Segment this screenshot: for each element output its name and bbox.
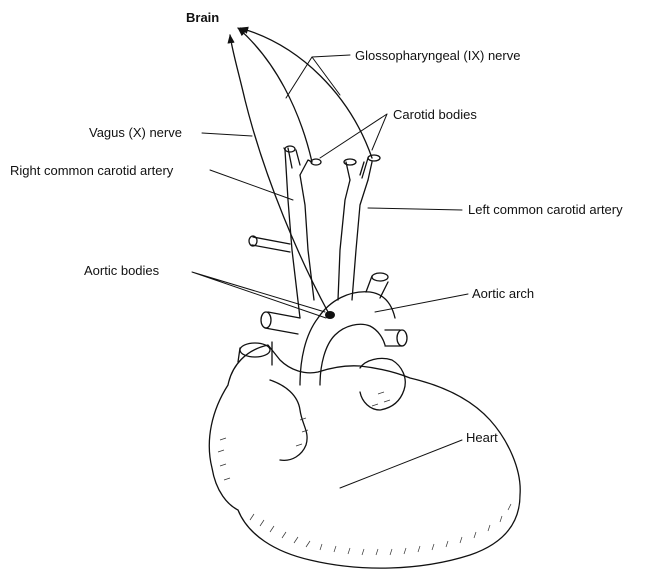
right-atrium — [270, 380, 307, 460]
label-carotid-bodies: Carotid bodies — [393, 108, 477, 121]
label-heart: Heart — [466, 431, 498, 444]
left-subclavian-opening — [372, 273, 388, 281]
heart-shading — [218, 392, 511, 555]
right-subclavian-tube — [252, 237, 290, 252]
label-right-common-carotid-artery: Right common carotid artery — [10, 164, 173, 177]
label-left-common-carotid-artery: Left common carotid artery — [468, 203, 623, 216]
vagus-leader — [202, 133, 252, 136]
left-carotid-branches — [346, 158, 372, 180]
left-atrium — [360, 358, 405, 410]
left-carotid-leader — [368, 208, 462, 210]
label-aortic-bodies: Aortic bodies — [84, 264, 159, 277]
left-carotid-branch-b — [368, 155, 380, 161]
label-vagus-nerve: Vagus (X) nerve — [89, 126, 182, 139]
heart-shape — [209, 345, 520, 568]
label-aortic-arch: Aortic arch — [472, 287, 534, 300]
vagus-nerve — [230, 35, 328, 312]
label-glossopharyngeal-nerve: Glossopharyngeal (IX) nerve — [355, 49, 520, 62]
aortic-arch-vessel — [300, 292, 395, 385]
left-subclavian-artery — [366, 276, 388, 298]
right-carotid-branch-a — [285, 146, 295, 152]
right-carotid-leader — [210, 170, 293, 200]
carotid-bodies-leader — [320, 114, 387, 158]
pulmonary-branch-opening — [397, 330, 407, 346]
label-brain: Brain — [186, 11, 219, 24]
brachiocephalic-opening — [261, 312, 271, 328]
glossopharyngeal-leader — [286, 55, 350, 98]
heart-leader — [340, 440, 462, 488]
aortic-bodies-dot — [325, 311, 335, 319]
aortic-bodies-leader — [192, 272, 326, 318]
left-carotid-vessel — [338, 180, 368, 300]
glossopharyngeal-nerve-left — [238, 28, 312, 162]
pulmonary-artery-branch — [385, 330, 402, 346]
